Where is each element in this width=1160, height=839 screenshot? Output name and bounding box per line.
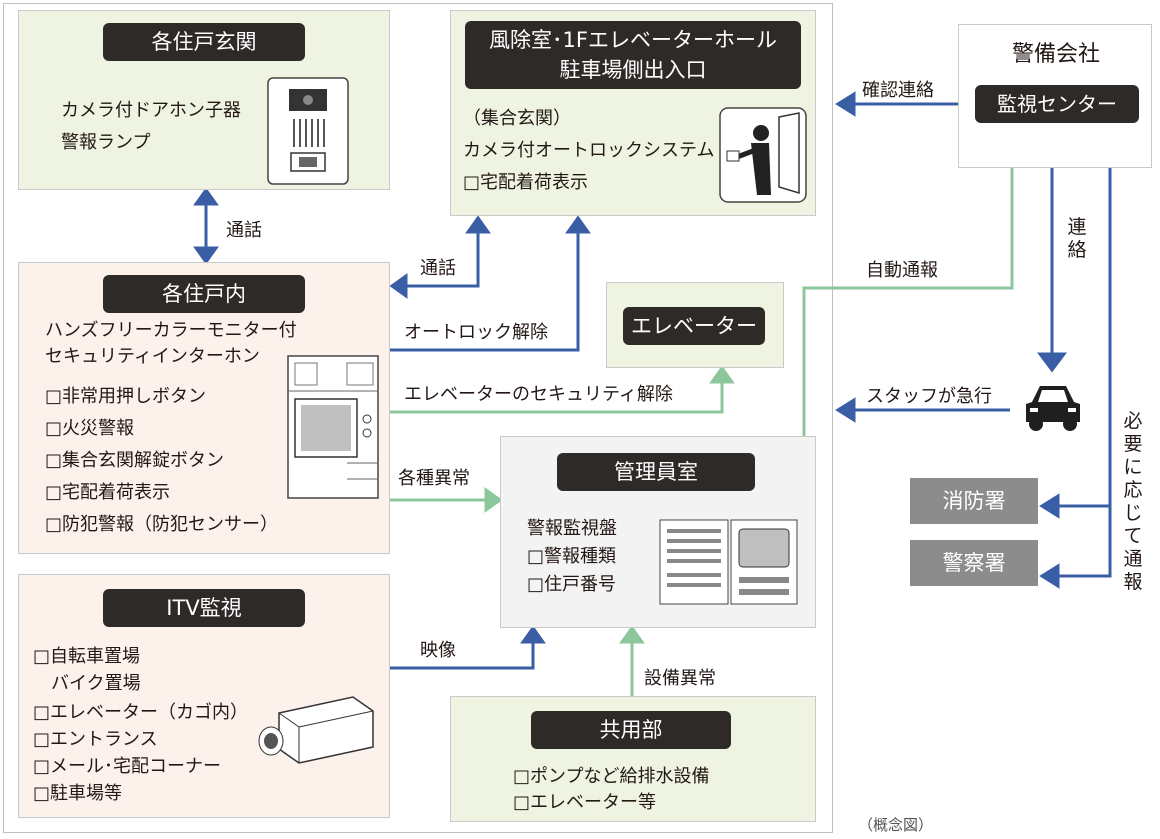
security-company-title: 警備会社 [1011,42,1100,67]
management-item-3: □住戸番号 [527,574,617,595]
door-intercom-icon [267,77,349,185]
police-station-label: 警察署 [910,540,1038,586]
diagram-frame [3,3,833,833]
unit-desc-line2: セキュリティインターホン [45,346,260,367]
itv-item-6: □駐車場等 [33,783,123,804]
management-box: 管理員室 警報監視盤 □警報種類 □住戸番号 [500,436,816,628]
unit-inside-box: 各住戸内 ハンズフリーカラーモニター付 セキュリティインターホン □非常用押しボ… [18,262,390,554]
car-icon [1026,386,1080,431]
arrowhead-down [193,246,219,265]
unit-inside-title: 各住戸内 [103,275,305,313]
entrance-item-2: 警報ランプ [61,132,151,153]
unit-item-5: □防犯警報（防犯センサー） [45,514,279,535]
call-label-2: 通話 [420,258,456,279]
equipment-alarm-label: 設備異常 [644,668,716,689]
elevator-title: エレベーター [623,307,765,345]
various-alarms-label: 各種異常 [398,468,470,489]
itv-item-2: バイク置場 [33,673,141,694]
confirm-contact-label: 確認連絡 [862,80,934,101]
itv-title: ITV監視 [103,589,305,627]
windbreak-item-3: □宅配着荷表示 [463,172,589,193]
security-intercom-icon [287,355,379,499]
management-title: 管理員室 [557,453,755,491]
windbreak-item-2: カメラ付オートロックシステム [463,140,715,161]
camera-icon [258,696,374,764]
itv-item-4: □エントランス [33,729,158,750]
common-box: 共用部 □ポンプなど給排水設備 □エレベーター等 [450,696,816,822]
report-if-needed-label: 必要に応じて通報 [1122,410,1144,594]
common-title: 共用部 [531,711,731,749]
management-item-2: □警報種類 [527,546,617,567]
arrowhead-up [193,187,219,206]
elevator-release-label: エレベーターのセキュリティ解除 [404,384,673,405]
itv-item-5: □メール･宅配コーナー [33,756,222,777]
entrance-each-box: 各住戸玄関 カメラ付ドアホン子器 警報ランプ [18,10,390,190]
fire-station-label: 消防署 [910,478,1038,524]
windbreak-title: 風除室･1Fエレベーターホール 駐車場側出入口 [465,21,801,89]
unit-item-4: □宅配着荷表示 [45,482,171,503]
unit-item-2: □火災警報 [45,418,135,439]
common-item-2: □エレベーター等 [513,792,657,813]
entrance-each-title: 各住戸玄関 [103,23,305,61]
windbreak-box: 風除室･1Fエレベーターホール 駐車場側出入口 （集合玄関） カメラ付オートロッ… [450,10,816,216]
autolock-user-icon [719,107,807,203]
call-label-1: 通話 [226,220,262,241]
windbreak-title-line1: 風除室･1Fエレベーターホール [489,28,777,52]
diagram-caption: （概念図） [858,816,934,834]
autolock-release-label: オートロック解除 [404,322,548,343]
windbreak-title-line2: 駐車場側出入口 [559,58,707,82]
itv-box: ITV監視 □自転車置場 バイク置場 □エレベーター（カゴ内） □エントランス … [18,574,390,818]
itv-item-3: □エレベーター（カゴ内） [33,702,249,723]
contact-label: 連絡 [1066,216,1088,262]
elevator-box: エレベーター [606,282,784,368]
monitoring-center-label: 監視センター [975,85,1139,123]
report-if-needed-text: 必要に応じて通報 [1123,410,1143,593]
windbreak-item-1: （集合玄関） [463,108,571,129]
itv-item-1: □自転車置場 [33,646,141,667]
staff-rush-label: スタッフが急行 [866,386,992,407]
auto-report-label: 自動通報 [866,260,938,281]
unit-item-1: □非常用押しボタン [45,386,207,407]
unit-item-3: □集合玄関解錠ボタン [45,450,225,471]
contact-label-text: 連絡 [1067,216,1087,261]
alarm-panel-icon [659,519,798,605]
management-item-1: 警報監視盤 [527,518,617,539]
unit-desc-line1: ハンズフリーカラーモニター付 [45,320,297,341]
video-label: 映像 [420,640,456,661]
entrance-item-1: カメラ付ドアホン子器 [61,100,241,121]
common-item-1: □ポンプなど給排水設備 [513,766,710,787]
security-company-box: 警備会社 監視センター [958,24,1152,168]
